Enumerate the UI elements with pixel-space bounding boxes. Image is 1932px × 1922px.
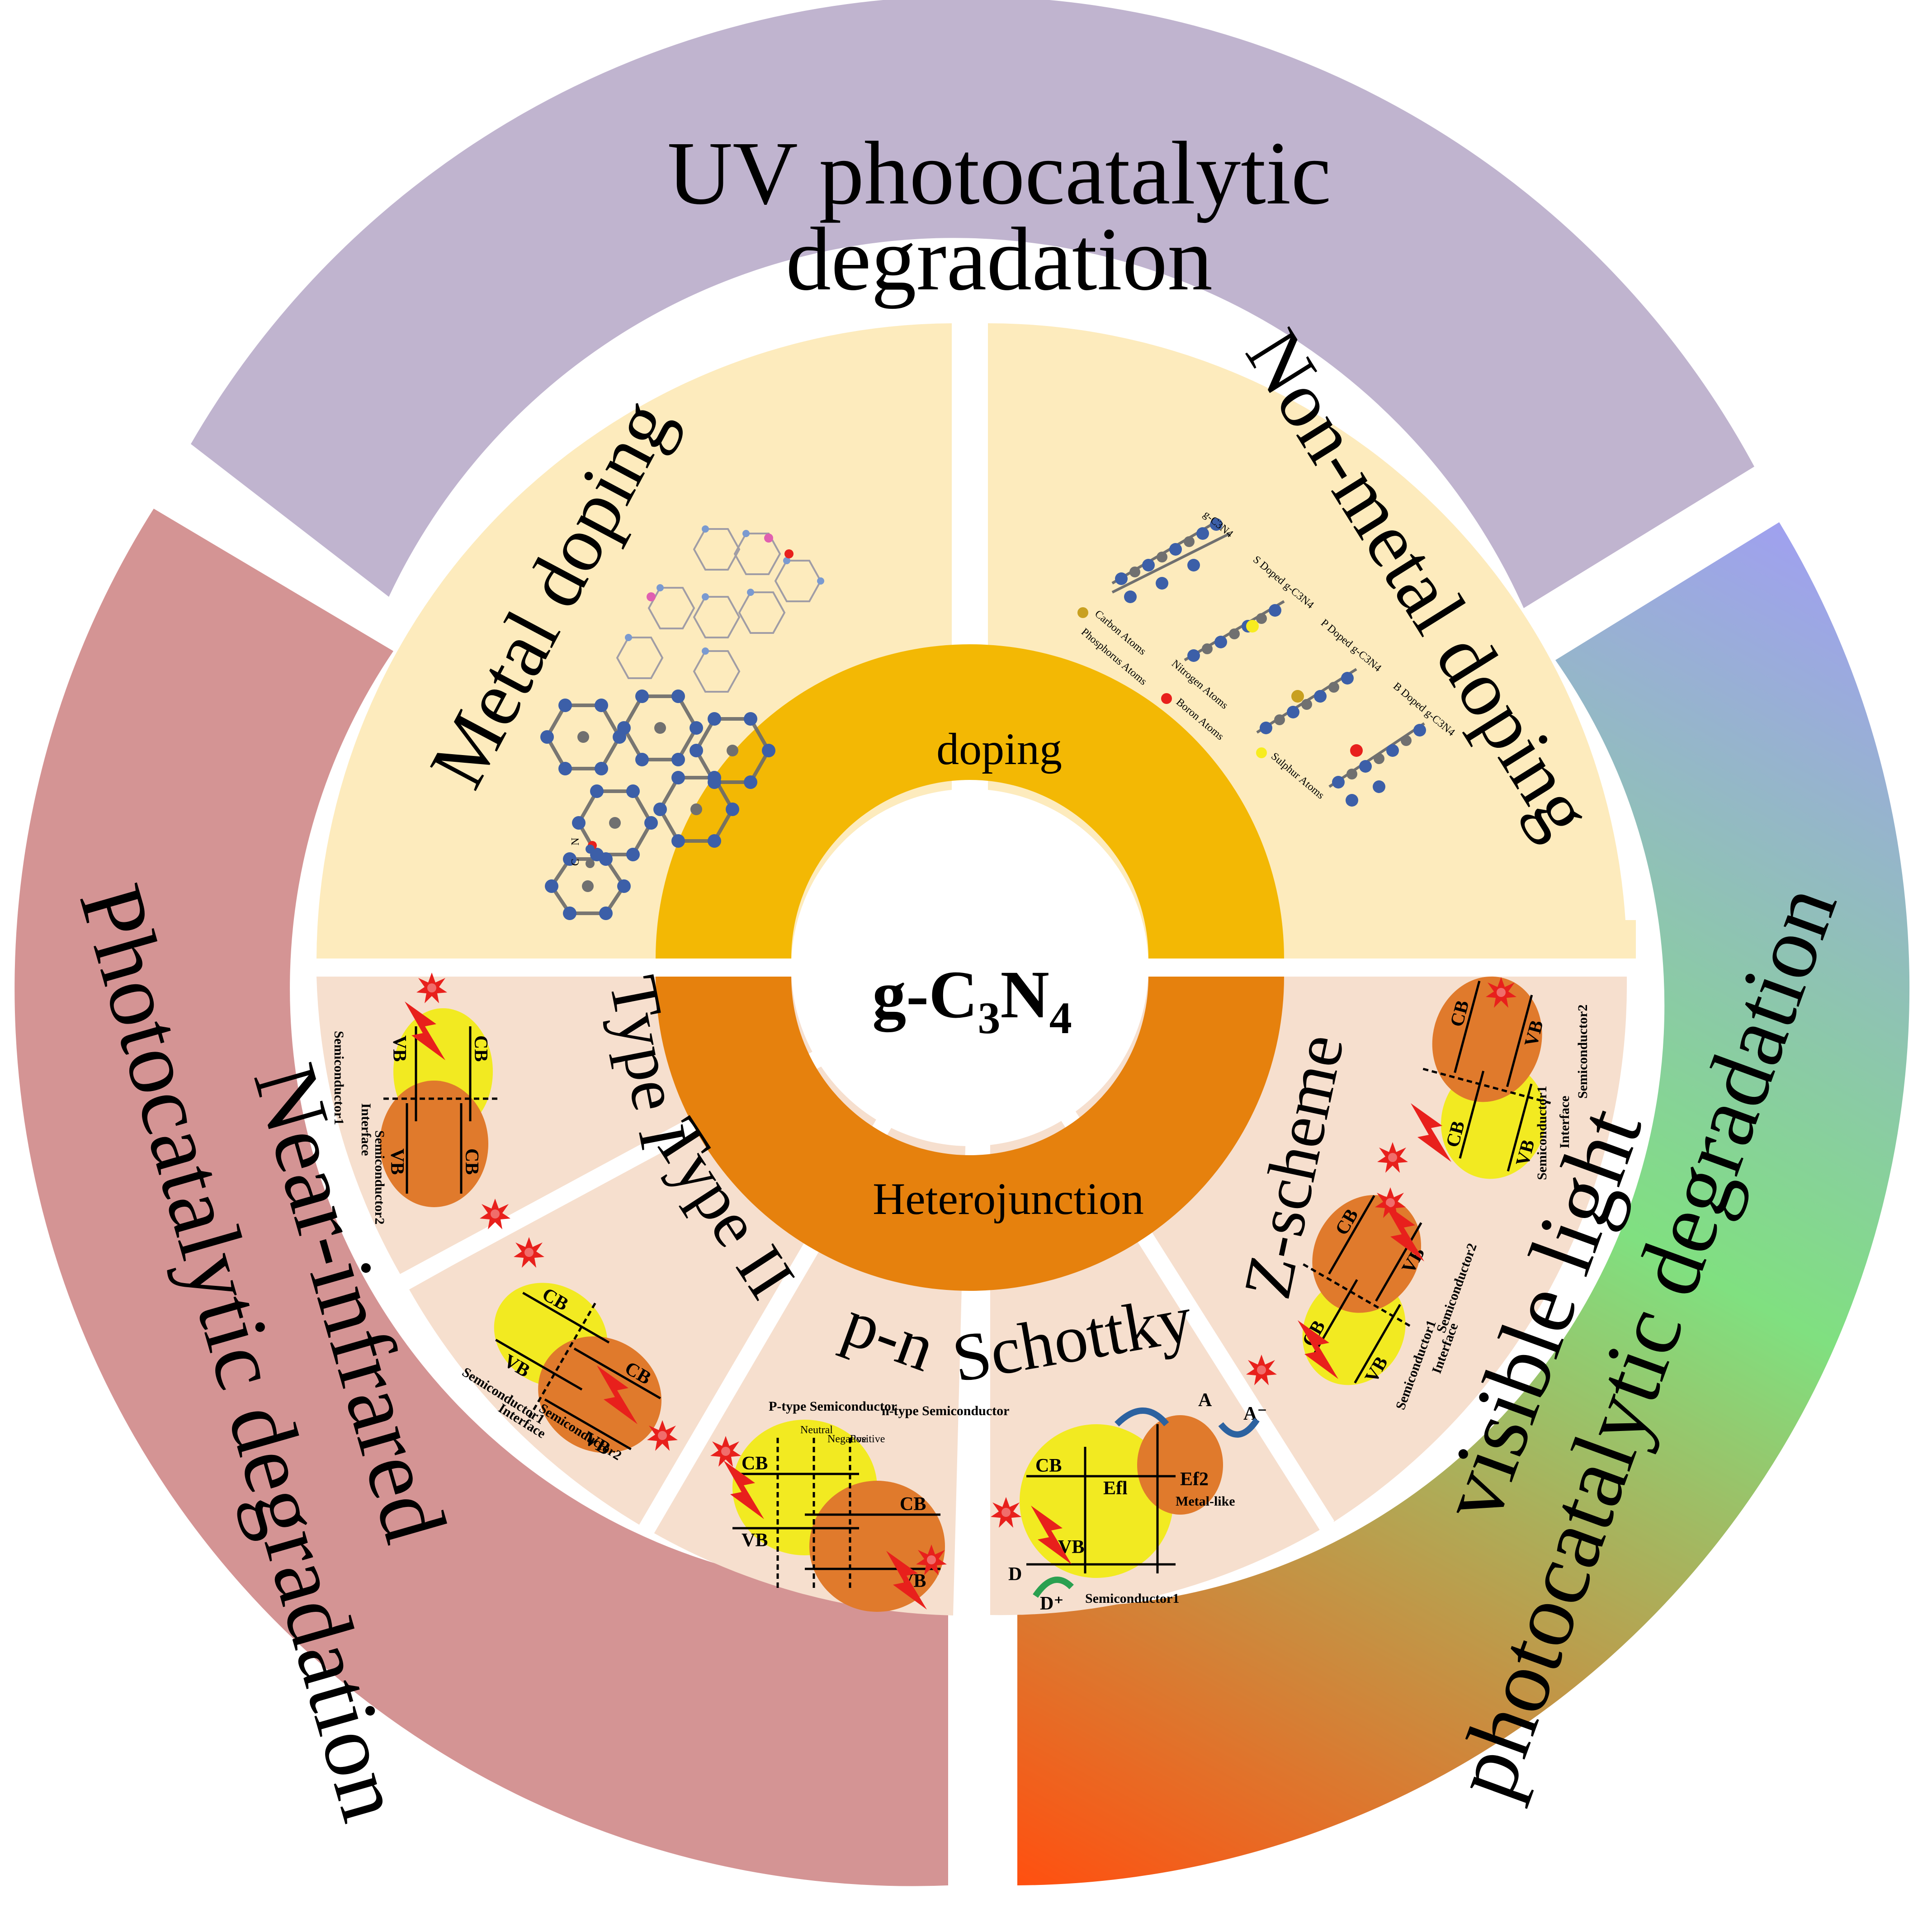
zscheme-band-diagram-1: CB VB CB VB bbox=[1422, 976, 1554, 1179]
schottky-d-plus: D⁺ bbox=[1040, 1593, 1064, 1614]
nonmetal-sector-tab bbox=[1619, 920, 1636, 959]
pn-negative-label: Negative bbox=[827, 1433, 867, 1445]
metal-legend-c: C bbox=[570, 859, 581, 866]
pn-ntype-label: n-type Semiconductor bbox=[882, 1403, 1009, 1418]
inner-heterojunction-label: Heterojunction bbox=[873, 1174, 1144, 1224]
nir-sector bbox=[14, 509, 949, 1886]
type2-band-diagram: CB VB CB VB bbox=[494, 1283, 662, 1459]
type1-interface: Interface bbox=[359, 1103, 373, 1156]
schottky-ef2: Ef2 bbox=[1180, 1469, 1209, 1490]
pn-positive-label: Positive bbox=[850, 1433, 885, 1445]
schottky-a: A bbox=[1198, 1390, 1212, 1411]
pn-cb: CB bbox=[742, 1453, 768, 1474]
type1-semiconductor1: Semiconductor1 bbox=[331, 1031, 346, 1125]
visible-sector bbox=[1017, 522, 1910, 1885]
schottky-d: D bbox=[1008, 1564, 1022, 1585]
type1-semiconductor2: Semiconductor2 bbox=[372, 1130, 387, 1224]
schottky-metal-like: Metal-like bbox=[1176, 1494, 1235, 1509]
schottky-semiconductor1: Semiconductor1 bbox=[1085, 1591, 1179, 1606]
uv-label-line2: degradation bbox=[786, 209, 1213, 309]
pn-band-diagram: CB VB CB VB P-type Semiconductor n-type … bbox=[732, 1399, 1009, 1612]
metal-legend-n: N bbox=[570, 838, 581, 845]
type1-cb: CB bbox=[470, 1035, 491, 1062]
uv-sector bbox=[191, 0, 1754, 608]
uv-label-line1: UV photocatalytic bbox=[667, 123, 1331, 223]
z1-semiconductor1: Semiconductor1 bbox=[1535, 1086, 1549, 1180]
metal-doping-atom-legend: N C bbox=[570, 838, 595, 868]
inner-doping-ring bbox=[656, 644, 1284, 959]
z1-semiconductor2: Semiconductor2 bbox=[1575, 1005, 1590, 1099]
type1-vb2: VB bbox=[387, 1148, 407, 1175]
metal-doped-gcn-structure bbox=[540, 525, 824, 920]
pn-ptype-label: P-type Semiconductor bbox=[769, 1399, 897, 1414]
inner-doping-label: doping bbox=[936, 724, 1062, 774]
pn-cb2: CB bbox=[900, 1494, 926, 1515]
center-label: g-C3N4 bbox=[872, 957, 1072, 1043]
center-circle bbox=[791, 789, 1148, 1146]
schottky-efl: Efl bbox=[1103, 1478, 1128, 1499]
type1-vb: VB bbox=[389, 1035, 410, 1062]
type1-cb2: CB bbox=[461, 1148, 482, 1175]
schottky-cb: CB bbox=[1035, 1455, 1062, 1476]
pn-neutral-label: Neutral bbox=[800, 1424, 833, 1436]
type1-band-diagram: CB VB CB VB bbox=[380, 1008, 497, 1207]
z1-interface: Interface bbox=[1557, 1096, 1572, 1148]
schottky-band-diagram: CB VB Efl Ef2 Metal-like Semiconductor1 … bbox=[1008, 1390, 1267, 1614]
pn-vb: VB bbox=[742, 1530, 768, 1551]
inner-heterojunction-ring bbox=[656, 977, 1284, 1291]
